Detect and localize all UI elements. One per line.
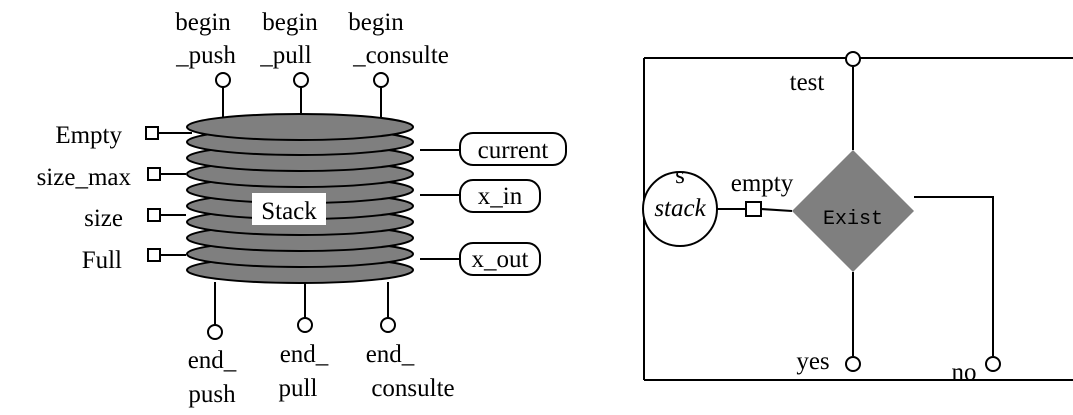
right-port-x-in[interactable]: x_in [420, 179, 541, 213]
left-port-full[interactable] [147, 248, 186, 262]
right-port-x-out[interactable]: x_out [420, 242, 541, 276]
port-circle-icon[interactable] [293, 72, 309, 88]
x-out-label: x_out [472, 246, 529, 273]
empty-port-square-icon[interactable] [745, 201, 762, 217]
bottom-port-end-pull[interactable] [297, 282, 313, 333]
port-square-icon[interactable] [147, 167, 161, 181]
begin-push-label-2: _push [175, 42, 236, 69]
end-push-label-1: end_ [188, 347, 237, 374]
left-port-size[interactable] [147, 208, 186, 222]
empty-port-label: empty [731, 170, 794, 197]
port-circle-icon[interactable] [207, 324, 223, 340]
exist-diamond[interactable] [792, 150, 914, 272]
empty-label: Empty [55, 122, 122, 149]
yes-label: yes [796, 348, 829, 375]
object-name: s [675, 162, 685, 189]
end-push-label-2: push [188, 381, 236, 408]
exist-label: Exist [823, 208, 883, 231]
no-port-circle-icon[interactable] [985, 356, 1001, 372]
test-label: test [790, 69, 825, 96]
port-circle-icon[interactable] [373, 72, 389, 88]
no-label: no [952, 359, 977, 386]
current-label: current [478, 137, 549, 164]
stack-diagram: Stack current x_in [37, 9, 567, 408]
port-circle-icon[interactable] [297, 317, 313, 333]
stack-label-bg [252, 193, 326, 225]
object-type: stack [654, 195, 706, 222]
x-out-box[interactable] [459, 242, 541, 276]
port-square-icon[interactable] [147, 248, 161, 262]
begin-pull-label-1: begin [262, 9, 318, 36]
end-consulte-label-1: end_ [366, 341, 415, 368]
end-consulte-label-2: consulte [371, 375, 454, 402]
x-in-label: x_in [478, 183, 523, 210]
port-square-icon[interactable] [147, 208, 161, 222]
current-box[interactable] [459, 132, 567, 166]
test-diagram: test Exist yes no s stack empty [642, 51, 1073, 386]
left-port-empty[interactable] [145, 126, 192, 140]
port-circle-icon[interactable] [215, 72, 231, 88]
right-port-current[interactable]: current [420, 132, 567, 166]
port-circle-icon[interactable] [380, 317, 396, 333]
end-pull-label-2: pull [279, 375, 318, 402]
yes-port-circle-icon[interactable] [845, 356, 861, 372]
size-label: size [84, 205, 123, 232]
stack-disks [186, 113, 414, 284]
bottom-port-end-push[interactable] [207, 282, 223, 340]
test-port-circle-icon[interactable] [845, 51, 861, 67]
port-square-icon[interactable] [145, 126, 159, 140]
begin-consulte-label-1: begin [348, 9, 404, 36]
x-in-box[interactable] [459, 179, 541, 213]
stack-title: Stack [261, 198, 317, 225]
bottom-port-end-consulte[interactable] [380, 282, 396, 333]
begin-consulte-label-2: _consulte [352, 42, 449, 69]
begin-pull-label-2: _pull [259, 42, 311, 69]
stack-top-disk [186, 113, 414, 141]
begin-push-label-1: begin [175, 9, 231, 36]
end-pull-label-1: end_ [280, 341, 329, 368]
left-port-size-max[interactable] [147, 167, 186, 181]
size-max-label: size_max [37, 164, 132, 191]
full-label: Full [82, 247, 122, 274]
